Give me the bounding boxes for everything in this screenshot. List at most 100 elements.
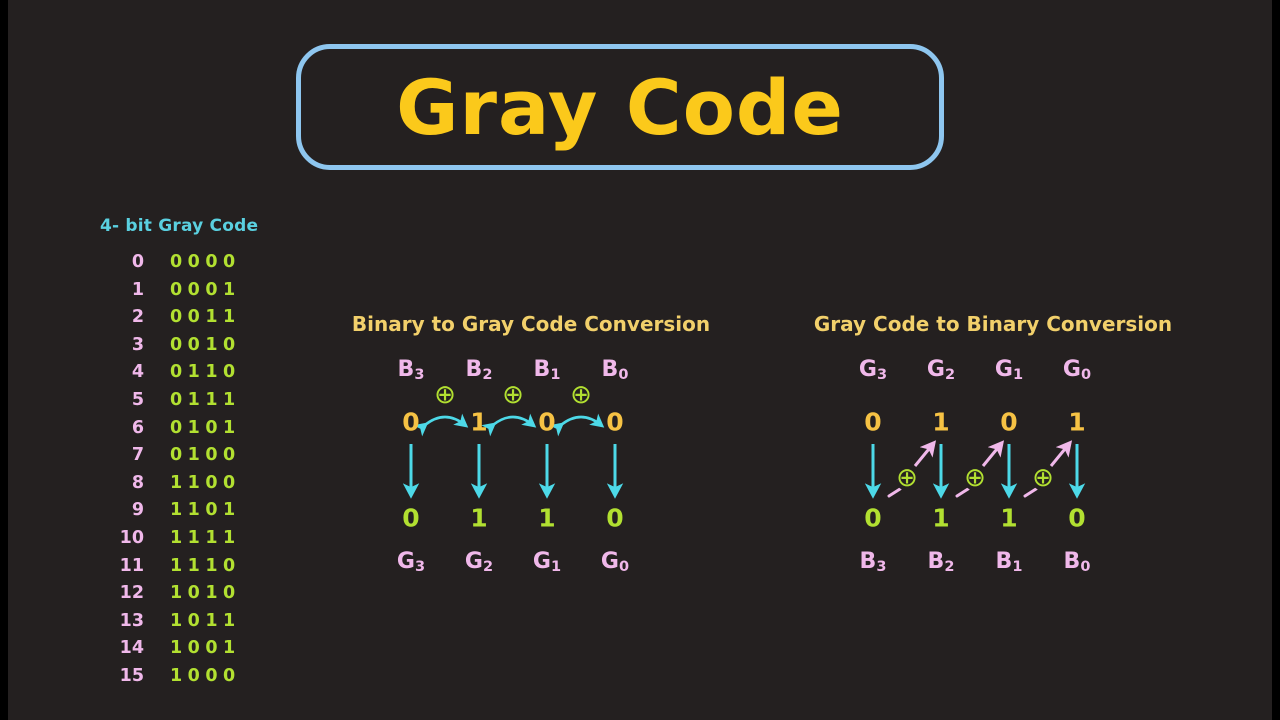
gray-output-label-2: G1 [532,549,562,575]
gray-input-label-0: G3 [858,357,888,383]
binary-input-bit-2: 0 [538,407,556,437]
gray-input-bit-3: 1 [1068,407,1086,437]
table-row: 4 0110 [100,362,310,390]
table-row-code: 0001 [170,279,241,300]
table-row-code: 1000 [170,665,241,686]
binary-input-label-1: B2 [465,357,493,383]
xor-icon: ⊕ [434,380,456,410]
table-row-index: 4 [131,362,144,383]
table-row: 1 0001 [100,280,310,308]
table-row-code: 1011 [170,610,241,631]
table-row-index: 14 [119,638,144,659]
table-row-code: 0111 [170,389,241,410]
table-row: 7 0100 [100,445,310,473]
gray-input-bit-0: 0 [864,407,882,437]
xor-backdrop-2 [1030,465,1056,491]
xor-backdrop-2 [568,382,594,408]
binary-to-gray-title: Binary to Gray Code Conversion [351,312,711,336]
gray-input-bit-1: 1 [932,407,950,437]
gray-input-label-2: G1 [994,357,1024,383]
table-row-index: 1 [131,279,144,300]
gray-output-bit-0: 0 [402,503,420,533]
table-row-code: 0100 [170,445,241,466]
table-row: 9 1101 [100,500,310,528]
xor-backdrop-0 [432,382,458,408]
binary-input-label-0: B3 [397,357,425,383]
binary-input-label-3: B0 [601,357,629,383]
gray-output-bit-1: 1 [470,503,488,533]
binary-input-bit-1: 1 [470,407,488,437]
binary-output-label-3: B0 [1063,549,1091,575]
table-row-index: 15 [119,665,144,686]
table-row-index: 12 [119,583,144,604]
table-row-code: 1010 [170,583,241,604]
binary-input-bit-0: 0 [402,407,420,437]
table-row-code: 0011 [170,307,241,328]
gray-output-bit-3: 0 [606,503,624,533]
table-row-code: 1001 [170,638,241,659]
table-row-index: 8 [131,472,144,493]
binary-output-bit-1: 1 [932,503,950,533]
table-row: 12 1010 [100,583,310,611]
gray-to-binary-title: Gray Code to Binary Conversion [813,312,1173,336]
binary-output-bit-3: 0 [1068,503,1086,533]
table-row-index: 6 [131,417,144,438]
gray-input-label-3: G0 [1062,357,1092,383]
table-row: 6 0101 [100,418,310,446]
table-row-index: 7 [131,445,144,466]
binary-input-label-2: B1 [533,357,561,383]
binary-output-bit-2: 1 [1000,503,1018,533]
gray-input-bit-2: 0 [1000,407,1018,437]
xor-backdrop-0 [894,465,920,491]
xor-icon: ⊕ [1032,463,1054,493]
xor-icon: ⊕ [964,463,986,493]
gray-output-label-0: G3 [396,549,426,575]
table-row-index: 0 [131,252,144,272]
table-row-index: 9 [131,500,144,521]
binary-input-bit-3: 0 [606,407,624,437]
binary-to-gray-panel: Binary to Gray Code Conversion B3 B2 B1 B0 0… [336,312,726,582]
table-row-index: 13 [119,610,144,631]
gray-input-label-1: G2 [926,357,956,383]
table-row-index: 3 [131,334,144,355]
table-row: 3 0010 [100,335,310,363]
table-row: 2 0011 [100,307,310,335]
xor-icon: ⊕ [570,380,592,410]
table-row-code: 0110 [170,362,241,383]
table-row-index: 2 [131,307,144,328]
table-row-code: 0010 [170,334,241,355]
table-row: 14 1001 [100,638,310,666]
table-row-code: 1101 [170,500,241,521]
binary-to-gray-arrows [402,413,624,499]
table-row: 13 1011 [100,611,310,639]
gray-to-binary-panel: Gray Code to Binary Conversion G3 G2 G1 G0 0… [798,312,1188,582]
binary-output-label-0: B3 [859,549,887,575]
table-row-code: 1110 [170,555,241,576]
table-row: 15 1000 [100,666,310,694]
table-row: 8 1100 [100,473,310,501]
table-row-code: 1100 [170,472,241,493]
table-row: 11 1110 [100,556,310,584]
table-row: 5 0111 [100,390,310,418]
gray-output-label-1: G2 [464,549,494,575]
table-row-code: 0101 [170,417,241,438]
gray-code-table-heading: 4- bit Gray Code [100,216,259,236]
table-row-code: 0000 [170,252,241,272]
table-row-index: 5 [131,389,144,410]
xor-icon: ⊕ [896,463,918,493]
xor-icon: ⊕ [502,380,524,410]
table-row-index: 11 [119,555,144,576]
binary-output-bit-0: 0 [864,503,882,533]
gray-to-binary-arrows [864,440,1086,499]
table-row-code: 1111 [170,527,241,548]
xor-backdrop-1 [962,465,988,491]
xor-backdrop-1 [500,382,526,408]
gray-output-bit-2: 1 [538,503,556,533]
binary-output-label-1: B2 [927,549,955,575]
